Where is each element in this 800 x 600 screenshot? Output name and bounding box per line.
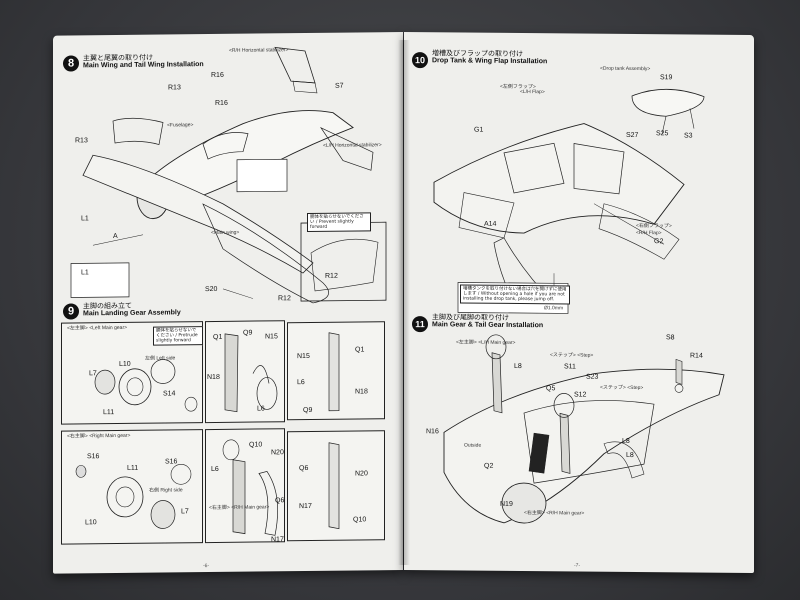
page-number: -6- <box>203 563 210 570</box>
part-label: L8 <box>514 362 522 371</box>
binding-gutter <box>398 40 410 565</box>
part-label: N16 <box>426 428 439 436</box>
part-label: Q2 <box>484 462 494 470</box>
step-label: <ステップ> <Step> <box>600 384 644 392</box>
part-label: N17 <box>299 502 312 511</box>
part-label: Q6 <box>299 464 309 473</box>
part-label: L6 <box>211 465 219 474</box>
part-label: L11 <box>103 409 115 417</box>
part-label: Q10 <box>353 516 367 524</box>
step-10-drawing <box>433 88 705 314</box>
part-label: N15 <box>265 333 278 341</box>
page-number: -7- <box>574 562 581 569</box>
part-label: N19 <box>500 500 513 508</box>
step-11-drawing <box>443 334 725 524</box>
instruction-booklet: 8 主翼と尾翼の取り付け Main Wing and Tail Wing Ins… <box>53 32 754 574</box>
step-8-drawing <box>70 46 387 304</box>
part-label: Q10 <box>249 441 263 449</box>
part-label: L8 <box>622 437 630 445</box>
part-label: S11 <box>564 363 576 371</box>
left-page: 8 主翼と尾翼の取り付け Main Wing and Tail Wing Ins… <box>53 32 403 574</box>
outside-label: Outside <box>464 442 482 449</box>
part-label: N18 <box>355 388 368 396</box>
part-label: N17 <box>271 536 284 544</box>
right-page: 10 増槽及びフラップの取り付け Drop Tank & Wing Flap I… <box>404 32 754 574</box>
step-9-drawing <box>75 332 340 536</box>
part-label: N20 <box>355 470 368 478</box>
part-label: L10 <box>85 519 97 527</box>
part-label: S12 <box>574 391 587 399</box>
part-label: S16 <box>87 453 100 461</box>
part-label: Q5 <box>546 385 556 393</box>
part-label: S16 <box>165 458 178 466</box>
part-label: S23 <box>586 373 599 381</box>
left-main-gear-label: <左主脚> <Left Main gear> <box>67 324 128 332</box>
part-label: L6 <box>257 405 265 413</box>
part-label: S14 <box>163 390 176 398</box>
left-main-gear-label: <左主脚> <L/H Main gear> <box>456 339 516 346</box>
part-label: Q6 <box>275 497 285 505</box>
part-label: R14 <box>690 352 703 360</box>
right-main-gear-label: <右主脚> <Right Main gear> <box>67 432 131 440</box>
part-label: S8 <box>666 334 675 342</box>
part-label: L8 <box>626 451 634 460</box>
part-label: Q1 <box>355 346 365 354</box>
right-main-gear-label: <右主脚> <R/H Main gear> <box>524 510 585 517</box>
right-side-label: 右側 Right side <box>149 487 183 494</box>
part-label: L6 <box>297 379 305 387</box>
part-label: Q1 <box>213 333 223 341</box>
part-label: N20 <box>271 449 284 457</box>
part-label: N15 <box>297 352 310 361</box>
part-label: L10 <box>119 360 131 368</box>
part-label: L7 <box>89 370 97 378</box>
step-label: <ステップ> <Step> <box>550 352 594 359</box>
step-9-note: 胴体を貼らせないでください / Protrude slightly forwar… <box>153 326 203 346</box>
part-label: Q9 <box>243 329 253 337</box>
part-label: Q9 <box>303 406 313 415</box>
part-label: L11 <box>127 464 139 472</box>
part-label: N18 <box>207 373 220 382</box>
left-side-label: 左側 Left side <box>145 355 176 362</box>
gear-leg-label: <右主脚> <R/H Main gear> <box>209 504 270 512</box>
part-label: L7 <box>181 508 189 516</box>
